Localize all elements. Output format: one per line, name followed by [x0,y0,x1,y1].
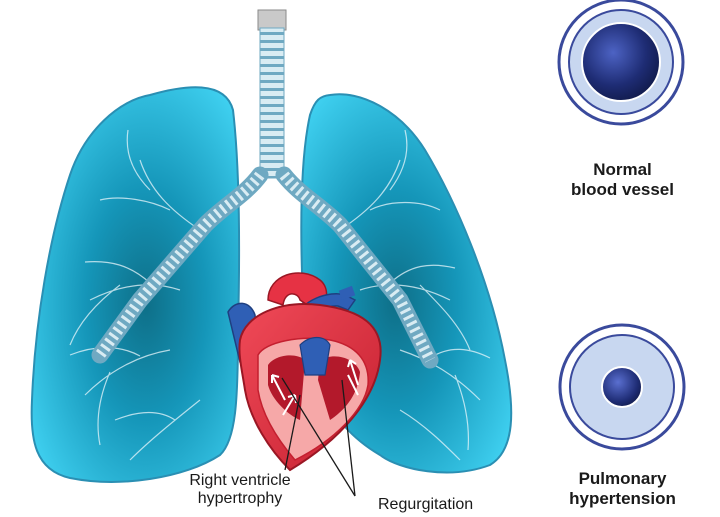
left-lung [30,86,241,483]
hypertensive-vessel-icon [558,323,686,451]
normal-vessel-label: Normal blood vessel [550,160,695,199]
heart [227,272,382,472]
rv-hypertrophy-label: Right ventricle hypertrophy [170,472,310,509]
rvh-label-line1: Right ventricle [189,472,291,489]
normal-label-line2: blood vessel [571,179,674,199]
label-pointer-lines [281,377,356,497]
trachea [91,9,439,369]
regurgitation-text: Regurgitation [378,496,474,513]
pulmonary-label-line1: Pulmonary [578,469,667,488]
normal-vessel-icon [557,0,685,126]
normal-label-line1: Normal [593,160,652,179]
pulmonary-hypertension-label: Pulmonary hypertension [550,469,695,508]
pulmonary-label-line2: hypertension [569,488,676,508]
rvh-label-line2: hypertrophy [197,490,283,508]
regurgitation-label: Regurgitation [378,496,473,514]
